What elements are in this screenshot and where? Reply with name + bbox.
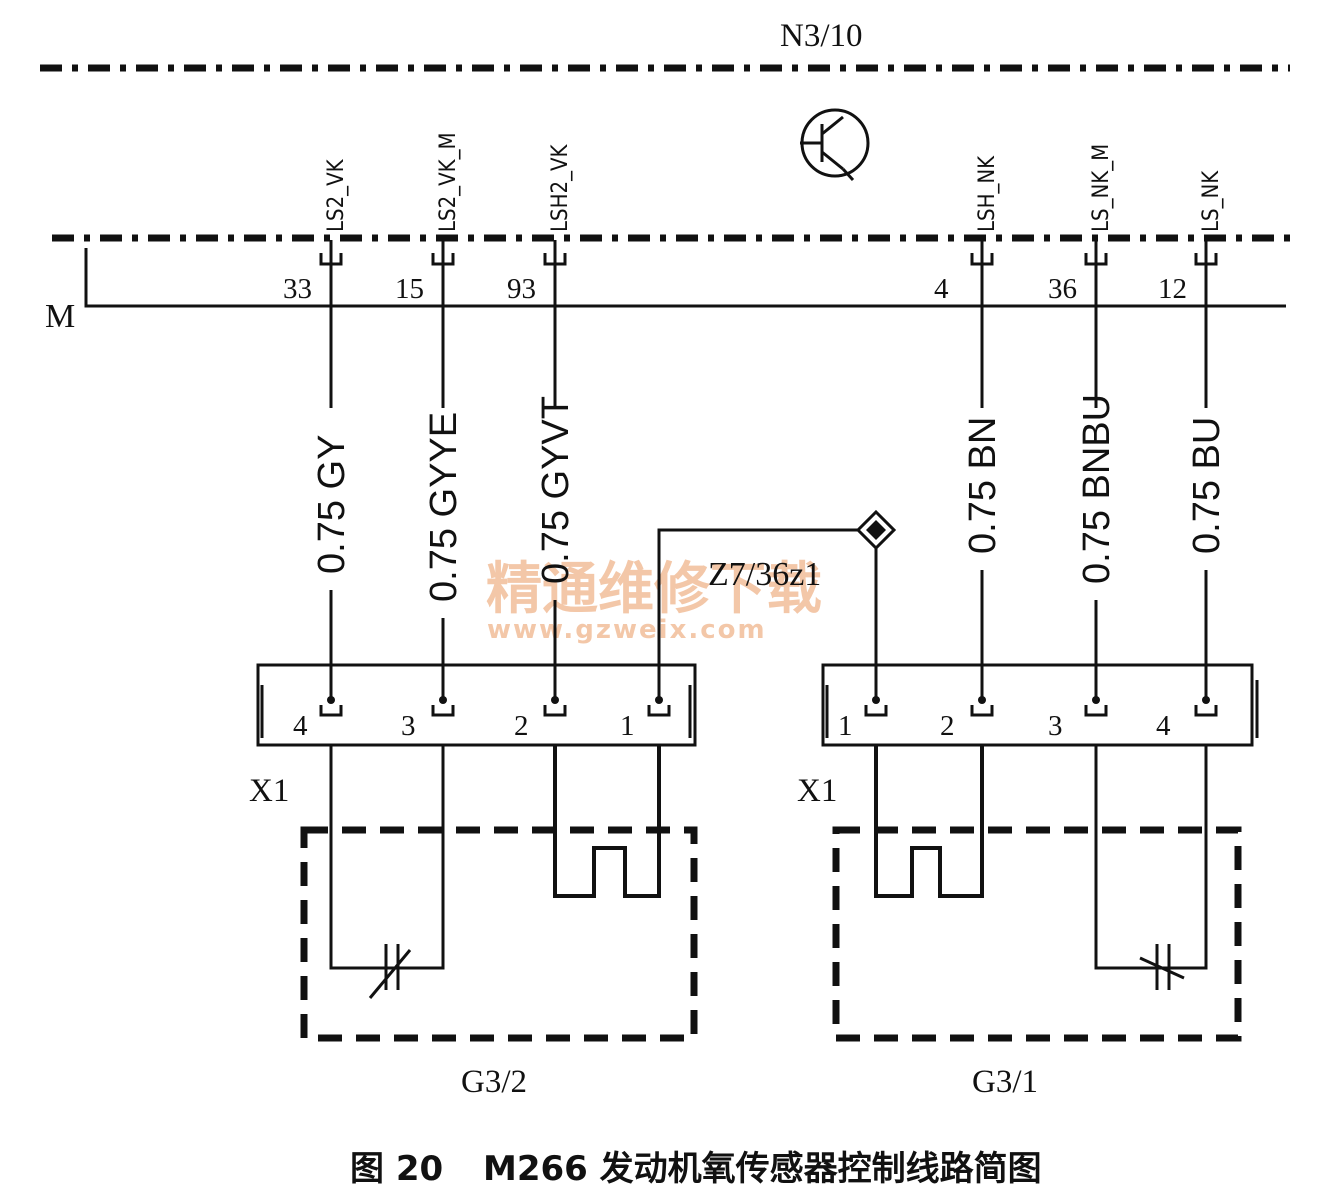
ground-bus: M [45,248,1286,335]
transistor-icon [800,108,870,182]
watermark-text: 精通维修下载 [486,557,822,622]
connector-x1-left: X1 4 3 2 1 [249,663,697,809]
wire-color-label: 0.75 GYVT [535,396,577,584]
module-pin-4: LSH_NK 4 0.75 BN [934,155,1004,700]
connector-socket-icon [1084,696,1108,717]
connector-body [821,663,1254,747]
wire-color-label: 0.75 BNBU [1076,394,1118,584]
heater-element [553,745,661,898]
connector-socket-icon [319,696,343,717]
connector-pin: 2 [940,710,955,742]
connector-pin: 4 [1156,710,1171,742]
module-pin-2: LS2_VK_M 15 0.75 GYYE [395,132,465,700]
pin-signal-label: LS_NK_M [1089,144,1114,232]
pin-number: 93 [507,273,536,305]
pin-number: 4 [934,273,949,305]
connector-label: X1 [797,773,837,809]
splice-branch-wire [657,528,858,700]
connector-socket-icon [864,696,888,717]
wire-color-label: 0.75 GY [311,435,353,574]
module-name: N3/10 [780,18,863,54]
sensor-housing [300,826,698,1042]
sensor-g3-2: G3/2 [300,745,698,1100]
wire-color-label: 0.75 BU [1186,417,1228,554]
wire-color-label: 0.75 GYYE [423,412,465,602]
variable-resistor-icon [368,944,412,999]
ground-line [84,248,1286,308]
module-pins: LS2_VK 33 0.75 GY LS2_VK_M 15 0.75 GYYE LSH2_V… [283,132,1228,700]
pin-number: 36 [1048,273,1077,305]
connector-x1-right: X1 1 2 3 4 [797,663,1259,809]
connector-pin: 1 [838,710,853,742]
pin-signal-label: LSH_NK [975,155,1000,232]
sensor-element-wire [329,745,445,970]
connector-pin: 3 [1048,710,1063,742]
module-pin-6: LS_NK 12 0.75 BU [1158,170,1228,700]
pin-number: 15 [395,273,424,305]
pin-signal-label: LS2_VK [324,158,349,232]
caption-title: M266 发动机氧传感器控制线路简图 [483,1149,1042,1189]
splice-z7-36z1: Z7/36z1 [657,509,897,700]
connector-socket-icon [647,696,671,717]
figure-caption: 图 20 M266 发动机氧传感器控制线路简图 [350,1149,1042,1189]
connector-pin: 1 [620,710,635,742]
pin-signal-label: LSH2_VK [548,144,573,232]
heater-element [874,745,984,898]
watermark: 精通维修下载 www.gzweix.com [486,557,822,645]
connector-pin: 3 [401,710,416,742]
connector-pin: 4 [293,710,308,742]
module-pin-1: LS2_VK 33 0.75 GY [283,158,353,700]
ground-label: M [45,298,75,335]
caption-number: 图 20 [350,1149,443,1189]
connector-socket-icon [1194,696,1218,717]
connector-socket-icon [431,696,455,717]
control-module-n3-10: N3/10 [40,18,1290,242]
sensor-label: G3/2 [461,1064,527,1100]
connector-sockets [319,696,1218,717]
wire-color-label: 0.75 BN [962,417,1004,554]
sensor-g3-1: G3/1 [832,745,1242,1100]
pin-signal-label: LS2_VK_M [436,132,461,232]
pin-signal-label: LS_NK [1199,170,1224,232]
sensor-label: G3/1 [972,1064,1038,1100]
module-pin-5: LS_NK_M 36 0.75 BNBU [1048,144,1118,700]
connector-label: X1 [249,773,289,809]
splice-icon [855,509,897,551]
pin-number: 33 [283,273,312,305]
connector-pin: 2 [514,710,529,742]
pin-number: 12 [1158,273,1187,305]
watermark-url: www.gzweix.com [487,615,767,645]
sensor-housing [832,826,1242,1042]
connector-body [256,663,697,747]
sensor-element-wire [1094,745,1208,970]
variable-resistor-icon [1139,944,1185,990]
splice-label: Z7/36z1 [708,556,821,593]
connector-socket-icon [970,696,994,717]
connector-socket-icon [543,696,567,717]
module-pin-3: LSH2_VK 93 0.75 GYVT [507,144,577,700]
